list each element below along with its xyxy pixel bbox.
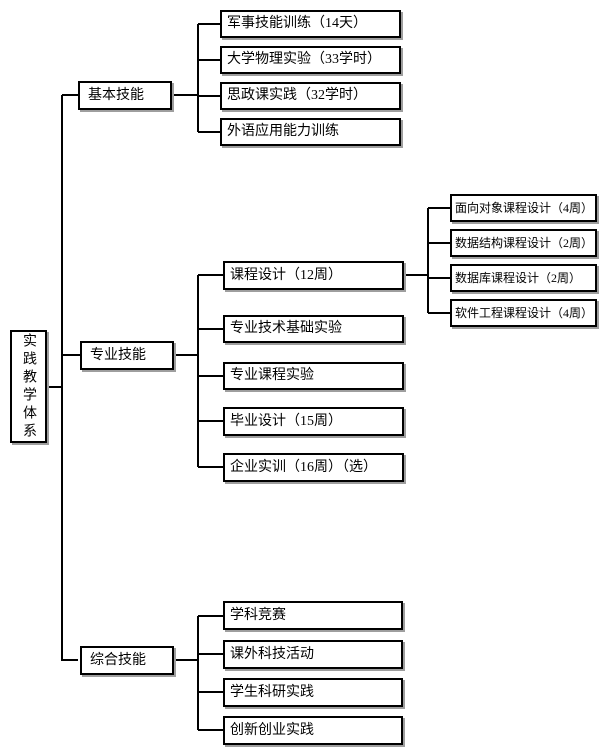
- node-root: 实践教学体系: [10, 330, 47, 443]
- node-database-course-design: 数据库课程设计（2周）: [450, 264, 597, 292]
- node-comprehensive-skills: 综合技能: [80, 646, 174, 675]
- node-course-design: 课程设计（12周）: [223, 261, 404, 290]
- node-military-training: 军事技能训练（14天）: [220, 10, 401, 38]
- node-subject-competition: 学科竞赛: [223, 601, 403, 630]
- node-foreign-language-training: 外语应用能力训练: [220, 118, 401, 146]
- node-data-structure-course-design: 数据结构课程设计（2周）: [450, 229, 597, 257]
- node-extracurricular-tech-activities: 课外科技活动: [223, 640, 403, 669]
- node-professional-skills: 专业技能: [80, 341, 174, 370]
- node-basic-skills: 基本技能: [78, 81, 172, 110]
- node-professional-tech-basic-experiment: 专业技术基础实验: [223, 315, 404, 343]
- node-oop-course-design: 面向对象课程设计（4周）: [450, 194, 597, 222]
- node-innovation-entrepreneurship-practice: 创新创业实践: [223, 716, 403, 745]
- node-physics-experiment: 大学物理实验（33学时）: [220, 46, 401, 74]
- node-enterprise-training: 企业实训（16周）（选）: [223, 453, 404, 482]
- node-graduation-design: 毕业设计（15周）: [223, 407, 404, 436]
- node-ideology-course-practice: 思政课实践（32学时）: [220, 82, 401, 110]
- node-software-engineering-course-design: 软件工程课程设计（4周）: [450, 299, 597, 327]
- node-professional-course-experiment: 专业课程实验: [223, 362, 404, 390]
- node-student-research-practice: 学生科研实践: [223, 678, 403, 707]
